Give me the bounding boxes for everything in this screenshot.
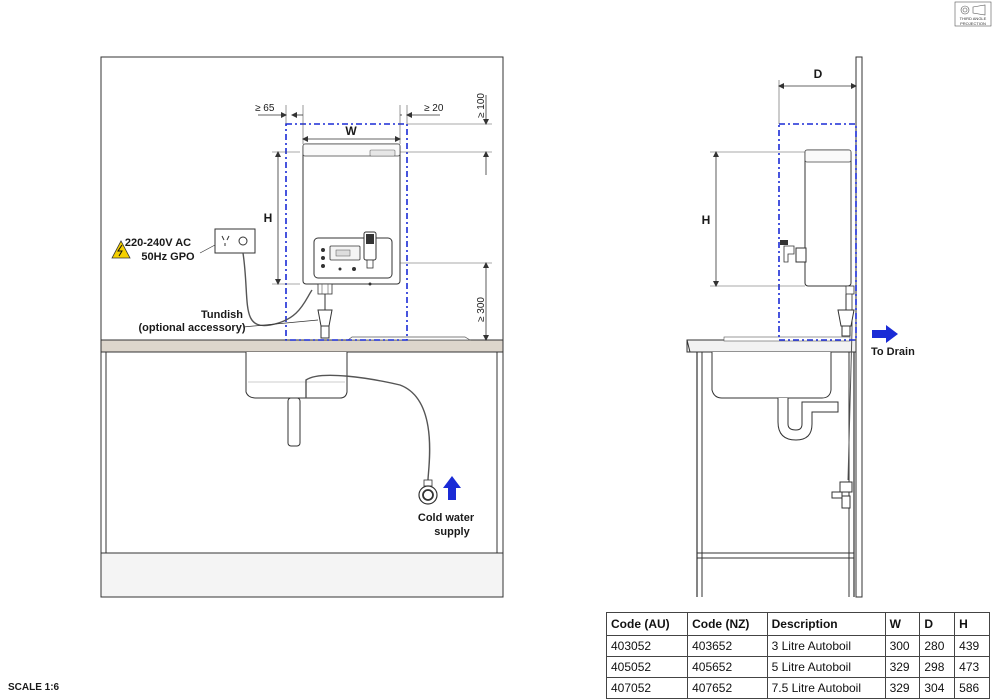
- spec-table: Code (AU) Code (NZ) Description W D H 40…: [605, 612, 990, 699]
- scale-label: SCALE 1:6: [8, 682, 60, 693]
- cell-d: 304: [919, 677, 956, 699]
- cell-d: 280: [919, 635, 956, 657]
- bench-top: [100, 339, 504, 353]
- projection-label-2: PROJECTION: [960, 21, 986, 26]
- cell-w: 329: [884, 677, 921, 699]
- water-supply-hose: [305, 374, 431, 481]
- dim-w-label: W: [345, 124, 357, 138]
- clearance-left-label: ≥ 65: [255, 103, 275, 114]
- cell-code-au: 405052: [605, 656, 689, 678]
- front-view: ≥ 65 ≥ 20 W ≥ 100 ≥ 300 H 220-240V AC 50…: [100, 56, 504, 598]
- table-row: 405052 405652 5 Litre Autoboil 329 298 4…: [605, 656, 990, 678]
- power-label-2: 50Hz GPO: [141, 251, 195, 263]
- drain-label: To Drain: [871, 346, 915, 358]
- projection-symbol: THIRD ANGLE PROJECTION: [954, 1, 992, 27]
- water-label-2: supply: [434, 526, 470, 538]
- dim-d-label: D: [814, 67, 823, 81]
- side-valve: [831, 481, 853, 509]
- electrical-warning-icon: [111, 240, 131, 259]
- dim-h-label: H: [264, 211, 273, 225]
- clearance-right-label: ≥ 20: [424, 103, 444, 114]
- cell-code-au: 403052: [605, 635, 689, 657]
- side-view: To Drain D H: [686, 56, 915, 598]
- cold-water-arrow: [443, 476, 461, 500]
- col-h: H: [954, 612, 990, 636]
- clearance-bottom-label: ≥ 300: [476, 297, 487, 322]
- cell-d: 298: [919, 656, 956, 678]
- cell-w: 300: [884, 635, 921, 657]
- side-sink-bowl: [711, 352, 832, 399]
- tundish-label-1: Tundish: [201, 309, 243, 321]
- water-label-1: Cold water: [418, 512, 475, 524]
- spec-table-header: Code (AU) Code (NZ) Description W D H: [605, 612, 990, 636]
- col-code-nz: Code (NZ): [687, 612, 768, 636]
- tundish-label-2: (optional accessory): [139, 322, 246, 334]
- table-row: 403052 403652 3 Litre Autoboil 300 280 4…: [605, 635, 990, 657]
- cell-code-nz: 403652: [687, 635, 768, 657]
- power-cable: [242, 252, 313, 327]
- cell-code-nz: 405652: [687, 656, 768, 678]
- side-clearance-box: [778, 123, 857, 341]
- side-boiler-unit: [780, 149, 855, 295]
- side-bench-top: [686, 339, 857, 353]
- side-dim-h-label: H: [702, 213, 711, 227]
- cell-h: 439: [954, 635, 990, 657]
- drain-arrow: [872, 325, 898, 343]
- cell-code-nz: 407652: [687, 677, 768, 699]
- boiler-unit: [302, 143, 401, 295]
- isolation-valve: [418, 479, 438, 505]
- col-d: D: [919, 612, 956, 636]
- power-label-1: 220-240V AC: [125, 237, 191, 249]
- cell-h: 473: [954, 656, 990, 678]
- cell-description: 5 Litre Autoboil: [766, 656, 886, 678]
- table-row: 407052 407652 7.5 Litre Autoboil 329 304…: [605, 677, 990, 699]
- clearance-top-label: ≥ 100: [476, 93, 487, 118]
- col-description: Description: [766, 612, 886, 636]
- waste-pipe: [287, 397, 301, 447]
- clearance-box: [285, 123, 408, 341]
- tundish: [317, 294, 333, 339]
- cell-description: 7.5 Litre Autoboil: [766, 677, 886, 699]
- col-w: W: [884, 612, 921, 636]
- kick-board: [100, 552, 504, 598]
- gpo-outlet: [214, 228, 256, 254]
- side-wall: [855, 56, 863, 598]
- projection-label-1: THIRD ANGLE: [960, 16, 987, 21]
- cell-description: 3 Litre Autoboil: [766, 635, 886, 657]
- cell-w: 329: [884, 656, 921, 678]
- cell-h: 586: [954, 677, 990, 699]
- p-trap: [777, 398, 839, 441]
- cell-code-au: 407052: [605, 677, 689, 699]
- col-code-au: Code (AU): [605, 612, 689, 636]
- side-tundish: [837, 309, 855, 327]
